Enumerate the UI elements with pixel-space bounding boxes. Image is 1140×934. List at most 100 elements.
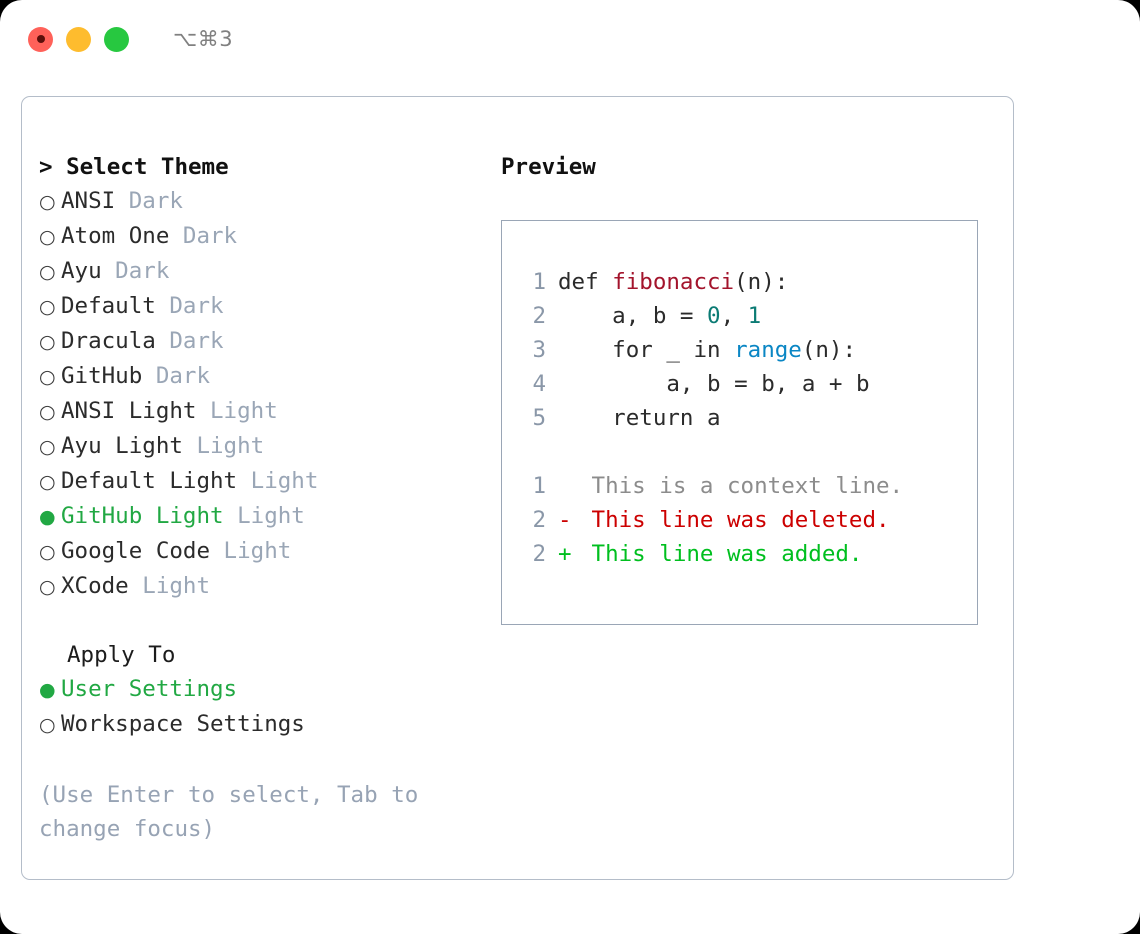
theme-list-item[interactable]: ○ANSI Dark — [39, 184, 489, 219]
theme-variant-tag: Dark — [142, 363, 211, 389]
theme-variant-tag: Dark — [101, 258, 170, 284]
code-line-text: def fibonacci(n): — [558, 265, 788, 299]
radio-selected-icon: ● — [39, 506, 56, 528]
spacer — [39, 604, 489, 638]
diff-line-text: This line was added. — [578, 541, 863, 567]
diff-line: 1 This is a context line. — [516, 469, 971, 503]
theme-list-item[interactable]: ○Atom One Dark — [39, 219, 489, 254]
theme-name: Google Code — [61, 538, 211, 564]
diff-line: 2 + This line was added. — [516, 537, 971, 571]
theme-list-item[interactable]: ○Default Light Light — [39, 464, 489, 499]
code-token: def — [558, 269, 613, 295]
theme-name: GitHub — [61, 363, 143, 389]
radio-unselected-icon: ○ — [39, 714, 56, 736]
theme-name: Default Light — [61, 468, 238, 494]
code-line: 5 return a — [516, 401, 971, 435]
theme-variant-tag: Light — [196, 398, 278, 424]
prompt-caret-icon: > — [39, 154, 53, 180]
theme-list-item[interactable]: ○Dracula Dark — [39, 324, 489, 359]
apply-to-heading: Apply To — [67, 642, 176, 668]
diff-line: 2- This line was deleted. — [516, 503, 971, 537]
radio-unselected-icon: ○ — [39, 576, 56, 598]
keyboard-shortcut-label: ⌥⌘3 — [173, 27, 234, 51]
theme-list-item[interactable]: ○Ayu Dark — [39, 254, 489, 289]
radio-selected-icon: ● — [39, 679, 56, 701]
titlebar: ⌥⌘3 — [0, 0, 1140, 78]
close-window-button[interactable] — [28, 26, 53, 52]
diff-marker: - — [558, 507, 572, 533]
content-panel: > Select Theme ○ANSI Dark○Atom One Dark○… — [21, 96, 1014, 880]
radio-unselected-icon: ○ — [39, 191, 56, 213]
diff-marker — [558, 469, 578, 503]
code-token: 1 — [747, 303, 762, 329]
theme-name: ANSI — [61, 188, 116, 214]
line-number: 2 — [532, 507, 546, 533]
theme-picker-heading: > Select Theme — [39, 150, 489, 184]
line-number: 3 — [532, 337, 546, 363]
code-line-text: return a — [558, 401, 720, 435]
theme-variant-tag: Dark — [115, 188, 183, 214]
theme-name: GitHub Light — [61, 503, 224, 529]
diff-marker: + — [558, 541, 572, 567]
code-token: fibonacci — [612, 269, 735, 295]
code-line: 4 a, b = b, a + b — [516, 367, 971, 401]
minimize-window-button[interactable] — [66, 26, 91, 52]
apply-to-label: User Settings — [61, 676, 238, 702]
code-token: (n): — [734, 269, 789, 295]
code-token: a, b = b, a + b — [558, 371, 870, 397]
close-icon — [36, 35, 45, 43]
theme-list-item[interactable]: ○ANSI Light Light — [39, 394, 489, 429]
theme-list-item[interactable]: ○Google Code Light — [39, 534, 489, 569]
theme-variant-tag: Light — [237, 468, 319, 494]
apply-to-label: Workspace Settings — [61, 711, 305, 737]
theme-variant-tag: Dark — [169, 223, 238, 249]
theme-list-item[interactable]: ●GitHub Light Light — [39, 499, 489, 534]
line-number: 2 — [532, 541, 546, 567]
theme-name: Default — [61, 293, 156, 319]
apply-to-list: ●User Settings○Workspace Settings — [39, 672, 489, 742]
theme-variant-tag: Light — [128, 573, 211, 599]
theme-list-item[interactable]: ○Ayu Light Light — [39, 429, 489, 464]
theme-variant-tag: Light — [210, 538, 292, 564]
preview-heading: Preview — [501, 154, 596, 180]
code-token: a, b = — [558, 303, 708, 329]
code-line: 3 for _ in range(n): — [516, 333, 971, 367]
line-number: 2 — [532, 303, 546, 329]
theme-picker-title: Select Theme — [66, 154, 229, 180]
radio-unselected-icon: ○ — [39, 331, 56, 353]
line-number: 1 — [532, 473, 546, 499]
theme-list-item[interactable]: ○XCode Light — [39, 569, 489, 604]
apply-to-option[interactable]: ○Workspace Settings — [39, 707, 489, 742]
theme-picker-column: > Select Theme ○ANSI Dark○Atom One Dark○… — [39, 150, 489, 846]
diff-line-text: This is a context line. — [578, 473, 904, 499]
theme-name: Ayu Light — [61, 433, 183, 459]
code-line: 2 a, b = 0, 1 — [516, 299, 971, 333]
code-line-text: for _ in range(n): — [558, 333, 856, 367]
hint-text: (Use Enter to select, Tab to change focu… — [39, 782, 419, 842]
code-token: , — [720, 303, 748, 329]
traffic-lights — [28, 26, 129, 52]
theme-name: Ayu — [61, 258, 102, 284]
theme-variant-tag: Light — [223, 503, 305, 529]
radio-unselected-icon: ○ — [39, 541, 56, 563]
theme-list-item[interactable]: ○Default Dark — [39, 289, 489, 324]
radio-unselected-icon: ○ — [39, 471, 56, 493]
code-token: 0 — [707, 303, 721, 329]
maximize-window-button[interactable] — [104, 26, 129, 52]
radio-unselected-icon: ○ — [39, 436, 56, 458]
theme-name: Dracula — [61, 328, 156, 354]
diff-line-text: This line was deleted. — [578, 507, 890, 533]
apply-to-option[interactable]: ●User Settings — [39, 672, 489, 707]
radio-unselected-icon: ○ — [39, 261, 56, 283]
radio-unselected-icon: ○ — [39, 226, 56, 248]
theme-name: XCode — [61, 573, 129, 599]
code-token: for _ in — [558, 337, 735, 363]
radio-unselected-icon: ○ — [39, 401, 56, 423]
theme-list-item[interactable]: ○GitHub Dark — [39, 359, 489, 394]
